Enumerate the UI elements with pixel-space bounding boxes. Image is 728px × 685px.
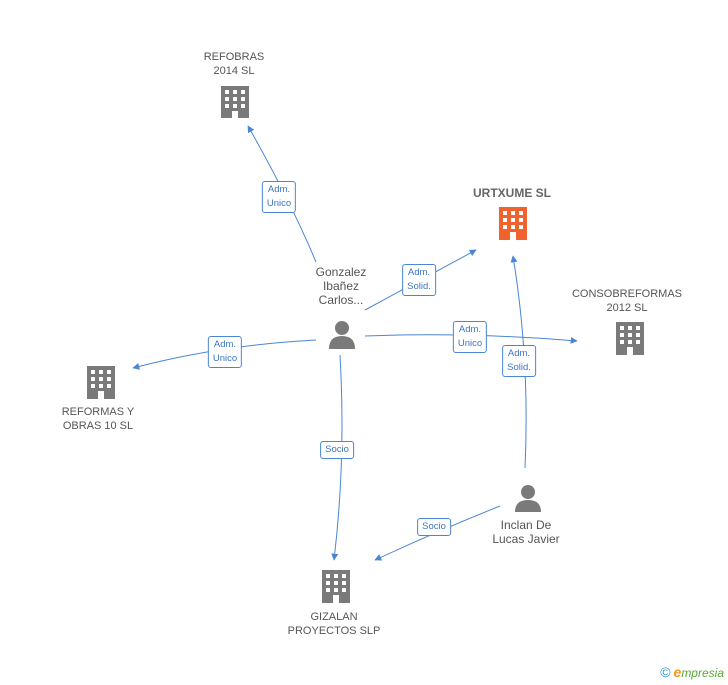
person-icon[interactable] xyxy=(515,485,541,512)
edge-label-gonzalez-urtxume[interactable]: Adm. Solid. xyxy=(402,264,436,296)
node-label-urtxume[interactable]: URTXUME SL xyxy=(473,186,551,200)
brand-logo: empresia xyxy=(673,664,724,680)
brand-footer[interactable]: ©empresia xyxy=(660,664,724,680)
edge-label-gonzalez-refobras[interactable]: Adm. Unico xyxy=(261,181,297,213)
person-icon[interactable] xyxy=(329,321,355,349)
building-icon[interactable] xyxy=(499,207,527,240)
building-icon[interactable] xyxy=(322,570,350,603)
edge-label-gonzalez-gizalan[interactable]: Socio xyxy=(320,441,354,459)
edge-label-gonzalez-reformas[interactable]: Adm. Unico xyxy=(207,336,243,368)
node-label-refobras[interactable]: REFOBRAS 2014 SL xyxy=(203,51,265,77)
edge-label-gonzalez-consobreformas[interactable]: Adm. Unico xyxy=(452,321,488,353)
building-icon[interactable] xyxy=(221,86,249,118)
node-label-consobreformas[interactable]: CONSOBREFORMAS 2012 SL xyxy=(571,288,683,314)
edge-label-inclan-urtxume[interactable]: Adm. Solid. xyxy=(502,345,536,377)
node-label-reformas[interactable]: REFORMAS Y OBRAS 10 SL xyxy=(61,406,135,432)
node-label-gizalan[interactable]: GIZALAN PROYECTOS SLP xyxy=(287,611,381,637)
copyright-icon: © xyxy=(660,664,671,680)
node-label-inclan[interactable]: Inclan De Lucas Javier xyxy=(492,518,560,546)
node-label-gonzalez[interactable]: Gonzalez Ibañez Carlos... xyxy=(315,265,367,307)
building-icon[interactable] xyxy=(616,322,644,355)
edge-label-inclan-gizalan[interactable]: Socio xyxy=(417,518,451,536)
building-icon[interactable] xyxy=(87,366,115,399)
